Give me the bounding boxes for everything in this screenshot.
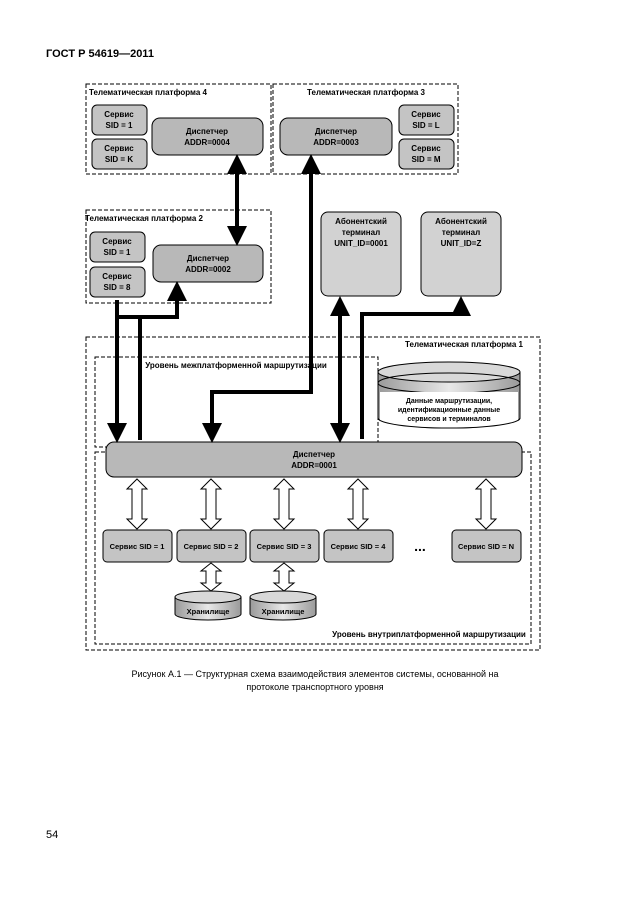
terminal2-l2: терминал	[442, 228, 480, 237]
p4-service1-l2: SID = 1	[106, 121, 133, 130]
p4-service1-box	[91, 104, 148, 136]
arrow-svc1	[125, 478, 149, 530]
storage2-cylinder	[249, 590, 317, 621]
terminal1-box	[320, 211, 402, 297]
p2-service2-box	[89, 266, 146, 298]
p2-service1-box	[89, 231, 146, 263]
p2-dispatcher-l2: ADDR=0002	[185, 265, 231, 274]
p4-service1-l1: Сервис	[104, 110, 134, 119]
p4-service2-l2: SID = K	[105, 155, 133, 164]
caption-line1: Рисунок А.1 — Структурная схема взаимоде…	[131, 669, 499, 679]
routing-data-l2: идентификационные данные	[398, 407, 500, 414]
p1-service2-box	[176, 529, 247, 563]
arrow-svc3	[272, 478, 296, 530]
p2-dispatcher-l1: Диспетчер	[187, 254, 229, 263]
p1-service1-box	[102, 529, 173, 563]
platform3-title: Телематическая платформа 3	[307, 88, 425, 97]
terminal1-l2: терминал	[342, 228, 380, 237]
inter-routing-label: Уровень межплатформенной маршрутизации	[145, 361, 327, 370]
platform1-title: Телематическая платформа 1	[405, 340, 523, 349]
figure-caption: Рисунок А.1 — Структурная схема взаимоде…	[60, 668, 570, 694]
p2-service1-l1: Сервис	[102, 237, 132, 246]
link-p2-p1-c	[138, 315, 177, 440]
routing-data-l3: сервисов и терминалов	[407, 416, 491, 423]
storage1-cylinder	[174, 590, 242, 621]
p1-service1-label: Сервис SID = 1	[110, 542, 165, 551]
p1-serviceN-box	[451, 529, 522, 563]
p3-dispatcher-l2: ADDR=0003	[313, 138, 359, 147]
link-p3-p1	[202, 154, 321, 443]
p3-service1-l1: Сервис	[411, 110, 441, 119]
platform4-title: Телематическая платформа 4	[89, 88, 207, 97]
p1-dispatcher-l1: Диспетчер	[293, 450, 335, 459]
services-ellipsis: ...	[414, 538, 426, 554]
p4-dispatcher-box	[151, 117, 264, 156]
p4-dispatcher-l2: ADDR=0004	[184, 138, 230, 147]
storage2-label: Хранилище	[262, 607, 305, 616]
p2-dispatcher-box	[152, 244, 264, 283]
p3-dispatcher-box	[279, 117, 393, 156]
arrow-storage1	[199, 562, 223, 592]
p1-service4-label: Сервис SID = 4	[331, 542, 387, 551]
document-header: ГОСТ Р 54619—2011	[46, 48, 154, 60]
terminal2-l3: UNIT_ID=Z	[441, 239, 482, 248]
inter-routing-frame	[94, 356, 379, 448]
p1-service3-box	[249, 529, 320, 563]
arrow-svc4	[346, 478, 370, 530]
terminal1-l3: UNIT_ID=0001	[334, 239, 388, 248]
routing-data-store	[377, 361, 521, 429]
p1-dispatcher-l2: ADDR=0001	[291, 461, 337, 470]
platform2-title: Телематическая платформа 2	[85, 214, 203, 223]
p1-dispatcher-box	[105, 441, 523, 478]
arrow-svc2	[199, 478, 223, 530]
platform1-frame	[85, 336, 541, 651]
platform4-frame	[85, 83, 272, 175]
p2-service2-l1: Сервис	[102, 272, 132, 281]
p3-service2-box	[398, 138, 455, 170]
platform3-frame	[272, 83, 459, 175]
intra-routing-label: Уровень внутриплатформенной маршрутизаци…	[332, 630, 526, 639]
terminal1-l1: Абонентский	[335, 217, 387, 226]
p3-dispatcher-l1: Диспетчер	[315, 127, 357, 136]
link-term2-p1	[360, 296, 471, 439]
p1-service4-box	[323, 529, 394, 563]
caption-line2: протоколе транспортного уровня	[246, 682, 384, 692]
p2-service2-l2: SID = 8	[104, 283, 131, 292]
routing-data-l1: Данные маршрутизации,	[406, 398, 492, 405]
p3-service1-box	[398, 104, 455, 136]
p2-service1-l2: SID = 1	[104, 248, 131, 257]
storage1-label: Хранилище	[187, 607, 230, 616]
p4-service2-l1: Сервис	[104, 144, 134, 153]
p3-service2-l2: SID = M	[411, 155, 440, 164]
arrow-svcN	[474, 478, 498, 530]
p1-service3-label: Сервис SID = 3	[257, 542, 312, 551]
p1-serviceN-label: Сервис SID = N	[458, 542, 514, 551]
p4-service2-box	[91, 138, 148, 170]
p3-service2-l1: Сервис	[411, 144, 441, 153]
p1-service2-label: Сервис SID = 2	[184, 542, 239, 551]
page-number: 54	[46, 829, 59, 841]
arrow-storage2	[272, 562, 296, 592]
p3-service1-l2: SID = L	[412, 121, 439, 130]
p4-dispatcher-l1: Диспетчер	[186, 127, 228, 136]
terminal2-l1: Абонентский	[435, 217, 487, 226]
